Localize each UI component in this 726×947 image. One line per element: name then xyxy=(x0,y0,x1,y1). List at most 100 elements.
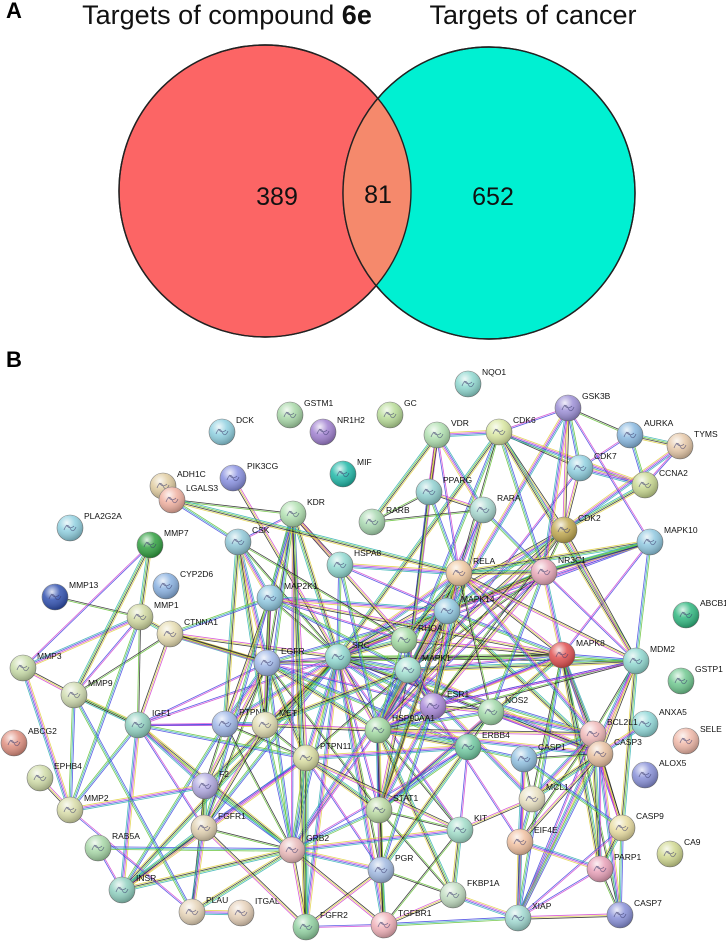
node-casp3[interactable]: CASP3 xyxy=(586,737,642,768)
node-mmp3[interactable]: MMP3 xyxy=(9,651,62,682)
node-rela[interactable]: RELA xyxy=(445,556,496,587)
node-ctnna1[interactable]: CTNNA1 xyxy=(156,617,218,648)
edge-CASP1-CASP9 xyxy=(523,757,623,830)
node-aurka[interactable]: AURKA xyxy=(616,418,674,449)
node-f2[interactable]: F2 xyxy=(191,769,229,800)
node-parp1[interactable]: PARP1 xyxy=(586,852,642,883)
node-lgals3[interactable]: LGALS3 xyxy=(158,483,218,514)
node-cdk7[interactable]: CDK7 xyxy=(566,451,617,482)
node-hspa8[interactable]: HSPA8 xyxy=(326,548,382,579)
node-xiap[interactable]: XIAP xyxy=(504,901,552,932)
node-abcg2[interactable]: ABCG2 xyxy=(0,726,57,757)
node-cyp2d6[interactable]: CYP2D6 xyxy=(152,569,213,600)
node-ptpn1[interactable]: PTPN1 xyxy=(211,707,267,738)
node-stat1[interactable]: STAT1 xyxy=(365,793,418,824)
node-hsp90aa1[interactable]: HSP90AA1 xyxy=(364,713,435,744)
node-itgal[interactable]: ITGAL xyxy=(227,896,280,927)
edge-GRB2-PTPN1 xyxy=(224,723,293,851)
node-label: CYP2D6 xyxy=(180,569,213,579)
node-nr1h2[interactable]: NR1H2 xyxy=(309,415,365,446)
edge-IGF1-PTPN1 xyxy=(137,722,226,727)
node-kdr[interactable]: KDR xyxy=(279,497,325,528)
node-src[interactable]: SRC xyxy=(324,640,370,671)
protein-structure-icon xyxy=(511,914,525,922)
node-anxa5[interactable]: ANXA5 xyxy=(631,707,687,738)
node-vdr[interactable]: VDR xyxy=(423,418,469,449)
node-igf1[interactable]: IGF1 xyxy=(124,708,171,739)
node-label: ITGAL xyxy=(255,896,280,906)
node-casp1[interactable]: CASP1 xyxy=(510,742,566,773)
node-nqo1[interactable]: NQO1 xyxy=(454,367,506,398)
node-tgfbr1[interactable]: TGFBR1 xyxy=(370,908,432,939)
node-gsk3b[interactable]: GSK3B xyxy=(554,391,611,422)
node-dck[interactable]: DCK xyxy=(208,415,254,446)
node-fgfr1[interactable]: FGFR1 xyxy=(190,811,246,842)
node-ca9[interactable]: CA9 xyxy=(656,837,701,868)
node-cdk6[interactable]: CDK6 xyxy=(485,415,536,446)
node-fgfr2[interactable]: FGFR2 xyxy=(292,910,348,941)
node-label: MMP13 xyxy=(69,580,99,590)
node-alox5[interactable]: ALOX5 xyxy=(631,758,687,789)
node-gstm1[interactable]: GSTM1 xyxy=(276,398,334,429)
node-pgr[interactable]: PGR xyxy=(367,853,413,884)
node-mdm2[interactable]: MDM2 xyxy=(622,644,675,675)
node-insr[interactable]: INSR xyxy=(108,873,156,904)
node-label: BCL2L1 xyxy=(607,717,638,727)
node-rarb[interactable]: RARB xyxy=(358,505,410,536)
node-mapk8[interactable]: MAPK8 xyxy=(548,638,605,669)
node-pik3cg[interactable]: PIK3CG xyxy=(219,461,278,492)
node-egfr[interactable]: EGFR xyxy=(253,646,305,677)
node-gc[interactable]: GC xyxy=(376,398,417,429)
edge-HSP90AA1-MET xyxy=(264,723,379,732)
node-erbb4[interactable]: ERBB4 xyxy=(454,730,510,761)
node-gstp1[interactable]: GSTP1 xyxy=(667,664,723,695)
node-map2k1[interactable]: MAP2K1 xyxy=(256,581,318,612)
node-tyms[interactable]: TYMS xyxy=(666,429,718,460)
node-nos2[interactable]: NOS2 xyxy=(477,695,528,726)
node-kit[interactable]: KIT xyxy=(446,813,487,844)
node-met[interactable]: MET xyxy=(251,708,297,739)
protein-structure-icon xyxy=(63,524,77,532)
node-bcl2l1[interactable]: BCL2L1 xyxy=(579,717,638,748)
node-mcl1[interactable]: MCL1 xyxy=(518,782,569,813)
node-mmp7[interactable]: MMP7 xyxy=(136,528,189,559)
node-ccna2[interactable]: CCNA2 xyxy=(631,468,688,499)
node-ptpn11[interactable]: PTPN11 xyxy=(292,741,352,772)
node-pla2g2a[interactable]: PLA2G2A xyxy=(56,511,122,542)
node-nr3c1[interactable]: NR3C1 xyxy=(530,555,586,586)
node-grb2[interactable]: GRB2 xyxy=(278,833,329,864)
edge-TGFBR1-XIAP xyxy=(383,916,519,927)
node-mif[interactable]: MIF xyxy=(329,457,372,488)
node-esr1[interactable]: ESR1 xyxy=(419,689,469,720)
protein-structure-icon xyxy=(197,824,211,832)
node-eif4e[interactable]: EIF4E xyxy=(506,825,558,856)
edge-MAPK1-PTPN11 xyxy=(305,669,409,759)
node-sele[interactable]: SELE xyxy=(672,724,722,755)
node-cdk2[interactable]: CDK2 xyxy=(550,513,601,544)
node-mmp9[interactable]: MMP9 xyxy=(60,678,113,709)
node-mmp2[interactable]: MMP2 xyxy=(56,793,109,824)
node-abcb1[interactable]: ABCB1 xyxy=(672,598,726,629)
edge-PARP1-XIAP xyxy=(517,868,601,919)
protein-structure-icon xyxy=(67,691,81,699)
node-mapk10[interactable]: MAPK10 xyxy=(636,525,698,556)
node-rara[interactable]: RARA xyxy=(469,493,521,524)
edge-FGFR2-PGR xyxy=(304,868,383,929)
node-mmp13[interactable]: MMP13 xyxy=(41,580,99,611)
node-mmp1[interactable]: MMP1 xyxy=(126,600,179,631)
node-casp7[interactable]: CASP7 xyxy=(606,898,662,929)
node-rab5a[interactable]: RAB5A xyxy=(84,831,140,862)
node-ephb4[interactable]: EPHB4 xyxy=(26,761,82,792)
node-pparg[interactable]: PPARG xyxy=(415,475,472,506)
node-mapk1[interactable]: MAPK1 xyxy=(394,653,451,684)
node-label: ANXA5 xyxy=(659,707,687,717)
node-plau[interactable]: PLAU xyxy=(178,895,228,926)
edge-GSK3B-NR3C1 xyxy=(541,407,571,573)
node-mapk14[interactable]: MAPK14 xyxy=(433,594,495,625)
node-casp9[interactable]: CASP9 xyxy=(608,811,664,842)
venn-diagram: Targets of compound 6e Targets of cancer… xyxy=(82,0,637,340)
node-label: MCL1 xyxy=(546,782,569,792)
node-csk[interactable]: CSK xyxy=(224,525,270,556)
node-rhoa[interactable]: RHOA xyxy=(390,623,443,654)
node-fkbp1a[interactable]: FKBP1A xyxy=(439,878,500,909)
